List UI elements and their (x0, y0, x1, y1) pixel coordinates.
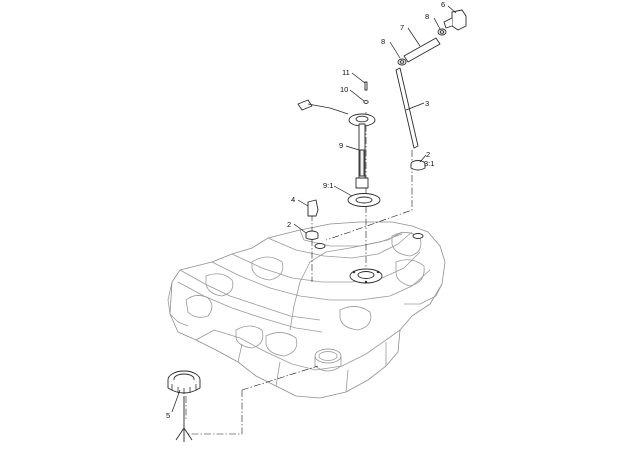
tank-left-end (167, 281, 189, 327)
mount-screw-1 (352, 270, 356, 274)
callout-labels: 6 8 7 8 11 10 3 9 2 3:1 9:1 4 2 5 (166, 0, 445, 420)
leader-4 (297, 199, 309, 207)
callout-4: 4 (291, 195, 295, 204)
leader-9-1 (333, 185, 353, 197)
part-grommet-vent (410, 160, 426, 171)
tank-fitting-right (412, 233, 424, 239)
tank-pocket-a (251, 256, 284, 281)
tank-pocket-b (391, 232, 422, 257)
callout-2a: 2 (426, 150, 430, 159)
hose-clamp-lower-inner (399, 60, 405, 64)
leader-7 (407, 27, 421, 47)
tank-left-pocket (185, 295, 213, 318)
callout-11: 11 (342, 68, 350, 77)
leader-2a (419, 154, 427, 163)
fuel-cap-tether-anchor (175, 427, 193, 442)
tank-upper-ridge (211, 261, 431, 301)
leader-6 (447, 5, 457, 14)
sender-wire (307, 103, 349, 115)
tank-outline (169, 221, 446, 399)
callout-9-1: 9:1 (323, 181, 333, 190)
hose-clamp-upper-inner (439, 30, 445, 34)
leader-2b (293, 223, 307, 234)
leader-9 (345, 145, 360, 151)
assembly-centerlines (185, 112, 413, 435)
tank-top-edge (179, 269, 321, 321)
sender-gasket-hole (355, 196, 373, 204)
grommet-vent-side (410, 164, 426, 171)
tank-pocket-f (235, 325, 264, 349)
tank-pocket-d (339, 306, 372, 331)
vent-tube (395, 67, 419, 149)
leader-5 (171, 389, 181, 413)
callout-8b: 8 (381, 37, 385, 46)
tank-top-channel (267, 231, 413, 259)
callout-7: 7 (400, 23, 404, 32)
tank-fitting-left (314, 243, 326, 249)
mount-screw-3 (364, 280, 368, 284)
tank-pocket-c (395, 259, 425, 287)
grommet-elbow-side (305, 234, 319, 240)
mount-screw-2 (376, 270, 380, 274)
callout-8a: 8 (425, 12, 429, 21)
callout-3: 3 (425, 99, 429, 108)
elbow-fitting-4 (307, 199, 319, 217)
leader-10 (349, 89, 365, 102)
sender-connector (297, 99, 313, 111)
screw (364, 81, 368, 91)
part-elbow-fitting (443, 9, 467, 31)
tank-vertical-edges (237, 342, 387, 393)
leader-lines (171, 5, 457, 413)
elbow-spigot (443, 17, 453, 29)
callout-10: 10 (340, 85, 348, 94)
sender-inner-rod (359, 149, 365, 177)
tank-right-end (404, 283, 443, 305)
tank-pocket-e (265, 332, 298, 357)
tank-top-edge-inner (177, 281, 323, 333)
callout-3-1: 3:1 (424, 159, 434, 168)
tank-upper-ridge-2 (231, 251, 421, 283)
sender-flange-hub (355, 115, 369, 123)
leader-3 (405, 102, 425, 111)
centerline-cap-c (241, 365, 319, 391)
leader-8b (389, 41, 401, 59)
leader-8a (433, 17, 441, 30)
centerline-cap-a (186, 390, 243, 435)
tank-lower-edge (195, 329, 401, 371)
filler-neck-inner (318, 351, 338, 361)
callout-2b: 2 (287, 220, 291, 229)
centerline-vent (325, 150, 413, 241)
fuel-tank (167, 221, 446, 399)
callout-6: 6 (441, 0, 445, 9)
part-fuel-sender (297, 99, 376, 189)
leader-11 (351, 72, 366, 84)
sender-mount-hole (357, 271, 375, 279)
washer (363, 100, 369, 104)
fuel-cap-ribs (171, 384, 197, 394)
part-fuel-cap (167, 370, 201, 442)
callout-5: 5 (166, 411, 170, 420)
sender-float (355, 177, 369, 189)
vent-hose-routing (289, 233, 403, 331)
callout-9: 9 (339, 141, 343, 150)
filler-neck-body (314, 356, 342, 372)
tank-left-upper-pocket (205, 273, 234, 297)
elbow-body (451, 9, 467, 31)
hose-section (403, 37, 441, 63)
